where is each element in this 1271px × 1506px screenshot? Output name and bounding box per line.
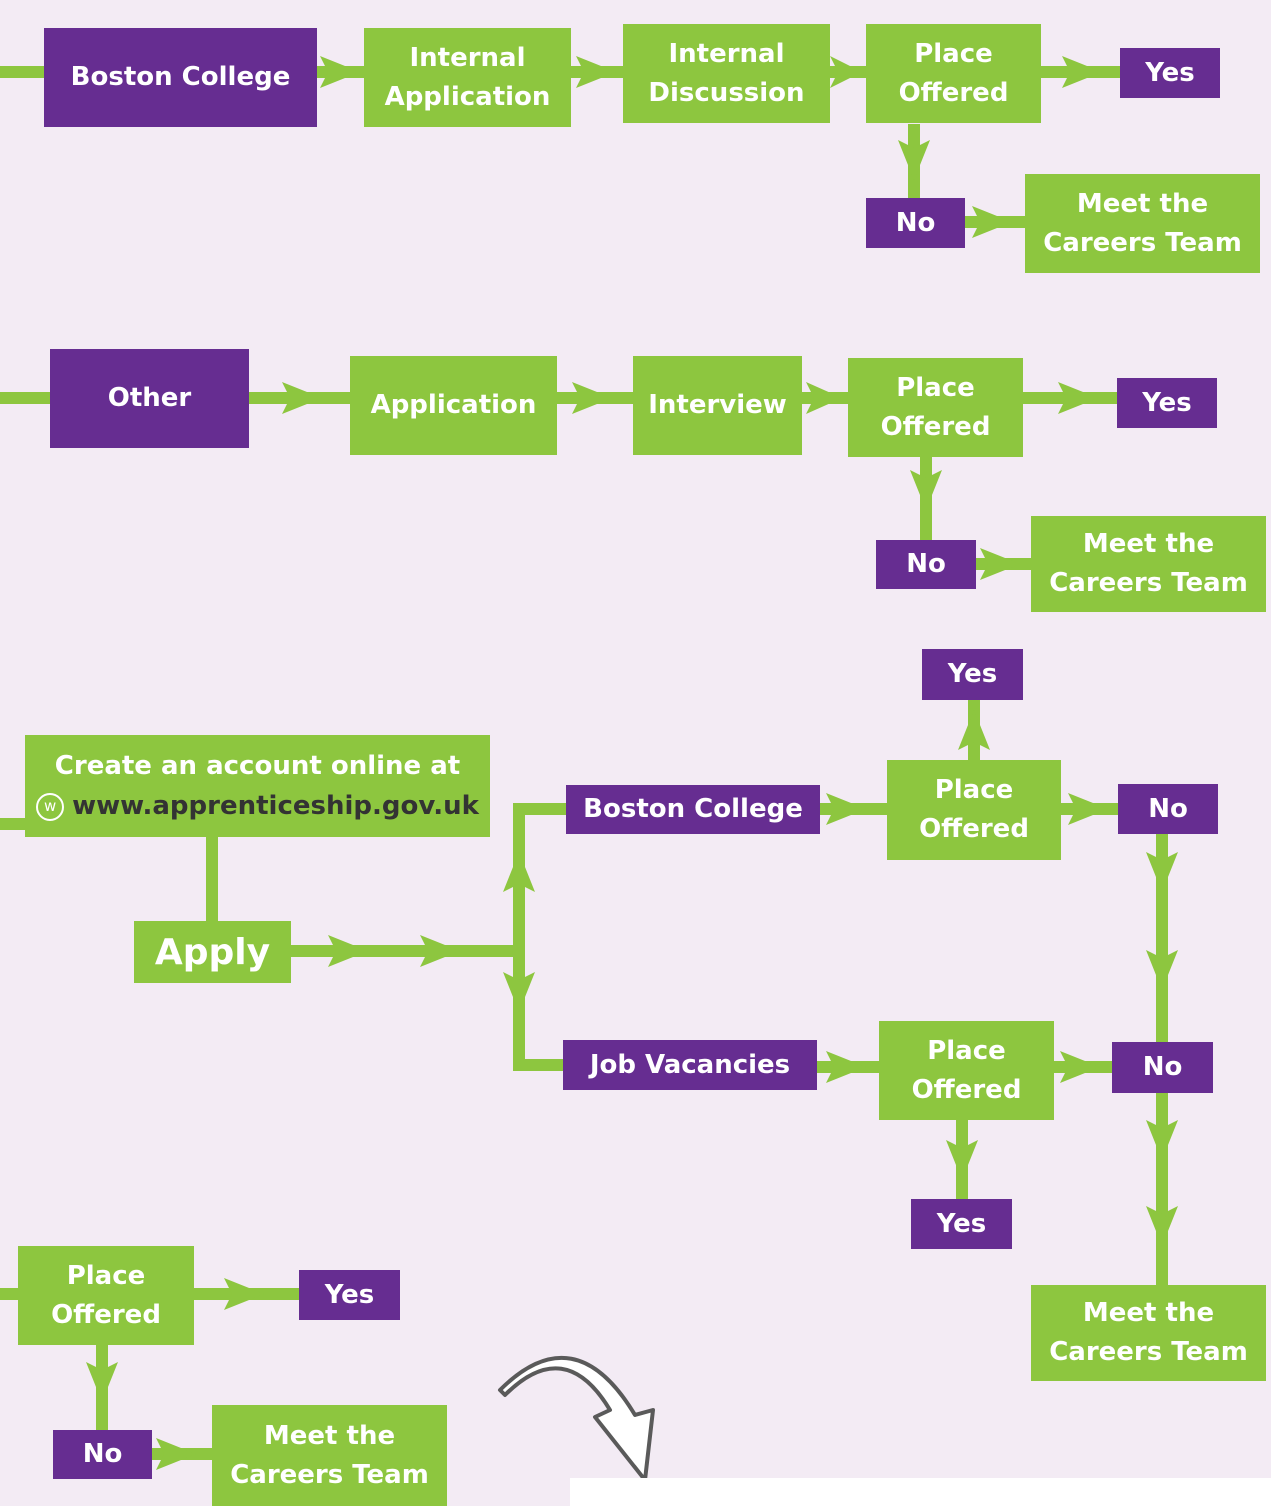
place-offered-decision: Place Offered	[866, 24, 1041, 123]
no-outcome: No	[1118, 784, 1218, 834]
curved-arrow-icon	[498, 1355, 655, 1482]
place-offered-decision: Place Offered	[879, 1021, 1054, 1120]
apprenticeship-url: www.apprenticeship.gov.uk	[72, 791, 479, 821]
meet-careers-team: Meet the Careers Team	[1031, 516, 1266, 612]
apply-step: Apply	[134, 921, 291, 983]
yes-outcome: Yes	[299, 1270, 400, 1320]
place-offered-decision: Place Offered	[848, 358, 1023, 457]
web-icon: w	[36, 792, 65, 821]
yes-outcome: Yes	[1117, 378, 1217, 428]
yes-outcome: Yes	[1120, 48, 1220, 98]
boston-college-start: Boston College	[44, 28, 317, 127]
internal-application-step: Internal Application	[364, 28, 571, 127]
internal-discussion-step: Internal Discussion	[623, 24, 830, 123]
create-account-text: Create an account online at	[54, 751, 461, 781]
no-outcome: No	[53, 1430, 152, 1479]
place-offered-decision: Place Offered	[18, 1246, 194, 1345]
application-step: Application	[350, 356, 557, 455]
yes-outcome: Yes	[911, 1199, 1012, 1249]
page-curl-edge	[570, 1478, 1271, 1506]
no-outcome: No	[876, 540, 976, 589]
no-outcome: No	[866, 198, 965, 248]
place-offered-decision: Place Offered	[887, 760, 1061, 860]
interview-step: Interview	[633, 356, 802, 455]
meet-careers-team: Meet the Careers Team	[212, 1405, 447, 1506]
other-start: Other	[50, 349, 249, 448]
meet-careers-team: Meet the Careers Team	[1025, 174, 1260, 273]
no-outcome: No	[1112, 1042, 1213, 1093]
meet-careers-team: Meet the Careers Team	[1031, 1285, 1266, 1381]
job-vacancies-route: Job Vacancies	[563, 1040, 817, 1090]
boston-college-route: Boston College	[566, 785, 820, 834]
yes-outcome: Yes	[922, 649, 1023, 700]
